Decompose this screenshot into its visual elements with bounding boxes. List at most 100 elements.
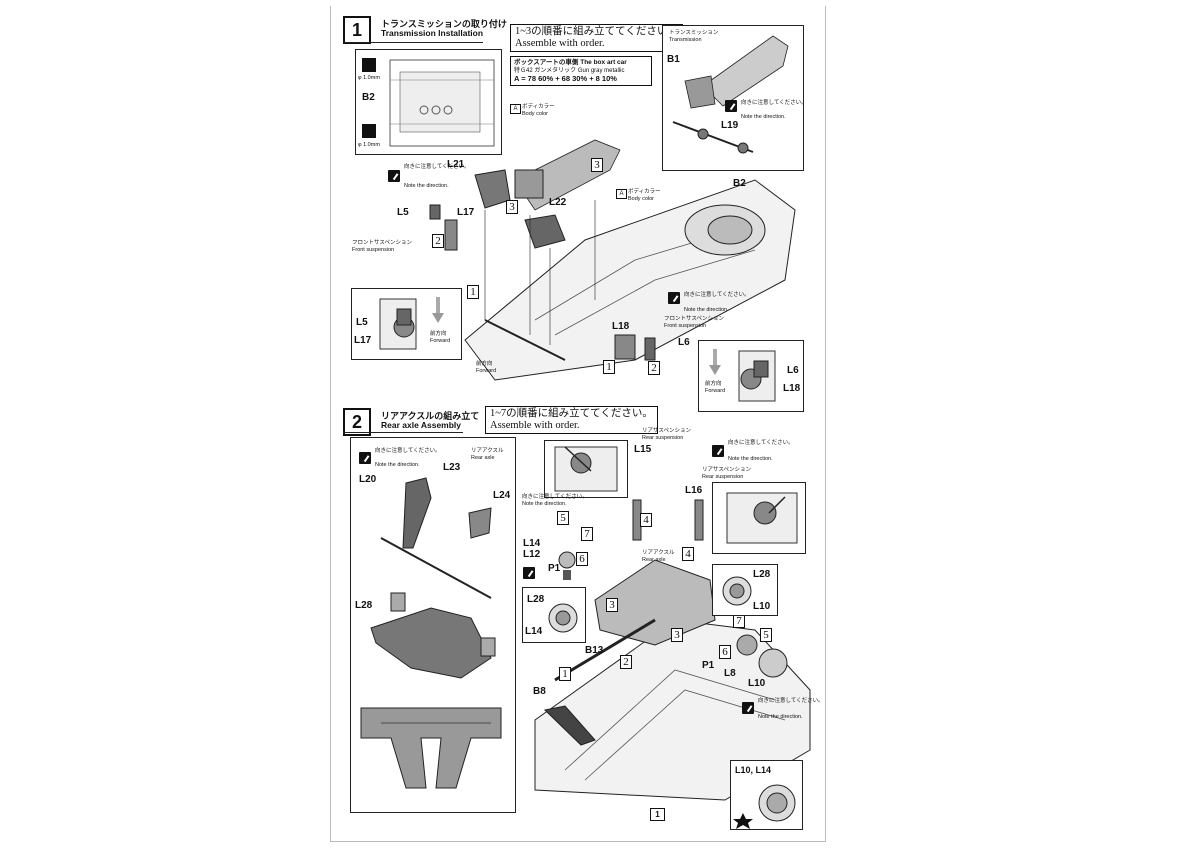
inset-l10-label: L10 [753,601,771,612]
inset-l5-label: L5 [356,317,368,328]
rear-axle-ja: リアアクスル [471,448,504,454]
part-l16-label: L16 [685,485,703,496]
rear-axle-subassembly-frame: 向きに注意してください。 Note the direction. リアアクスル … [350,437,516,813]
forward-ja: 前方向 [476,361,493,367]
inset-forward-ja: 前方向 [430,331,447,337]
step-6-marker-a: 6 [576,552,588,566]
direction-note-ja-7: 向きに注意してください。 [758,698,824,704]
section-2-number: 2 [343,408,371,436]
section-1-title-en: Transmission Installation [381,28,484,38]
transmission-drawing [672,35,789,154]
inset-forward-en: Forward [430,338,451,344]
inset-wheel-detail-frame: L10, L14 [730,760,803,830]
step-1-marker-a: 1 [467,285,479,299]
paint-box-subtitle: 特Ｇ42 ガンメタリック Gun gray metallic [514,68,625,74]
part-l21-label: L21 [447,159,465,170]
front-susp-ja: フロントサスペンション [352,240,413,246]
section-2-title-rule [343,432,463,433]
inset-wheel-right-drawing [722,576,752,606]
part-l18-label: L18 [612,321,630,332]
note-direction-icon-6 [523,567,535,579]
forward-arrow-icon [432,313,444,323]
direction-note-en-3: Note the direction. [684,307,729,313]
inset-l10-l14-label: L10, L14 [735,765,772,775]
part-l6-label: L6 [678,337,690,348]
rear-susp-en-2: Rear suspension [702,474,744,480]
section-1-number: 1 [343,16,371,44]
rear-axle-en: Rear axle [471,455,495,461]
forward-arrow-shaft [436,297,440,315]
inset-wheel-left-drawing [548,603,578,633]
inset-rear-left-frame [544,440,628,498]
inset-wheel-left-frame: L28 L14 [522,587,586,643]
inset-drill-1: φ 1.0mm [358,75,380,81]
inset-front-left-frame: L5 L17 前方向 Forward [351,288,462,360]
direction-note-ja-2: 向きに注意してください。 [404,164,470,170]
inset-rear-left-drawing [554,446,618,492]
paint-box-title: ボックスアートの車側 The box art car [514,59,627,66]
part-b13-label: B13 [585,645,604,656]
direction-note-en-6: Note the direction. [522,501,567,507]
step-2-marker-a: 2 [432,234,444,248]
direction-note-en-2: Note the direction. [404,183,449,189]
note-direction-icon-3 [668,292,680,304]
front-susp-ja-2: フロントサスペンション [664,316,725,322]
step-7-marker-a: 7 [581,527,593,541]
part-p1-label: P1 [548,563,561,574]
inset-l17-label: L17 [354,335,372,346]
part-b2-label: B2 [733,178,746,189]
body-color-ja-2: ボディカラー [628,189,661,195]
direction-note-ja-5: 向きに注意してください。 [728,440,794,446]
sheet-border [330,6,826,842]
section-1-title-rule [343,42,483,43]
body-color-ja: ボディカラー [522,104,555,110]
note-direction-icon-2 [388,170,400,182]
rear-axle-subassembly-drawing [360,477,502,789]
front-susp-en: Front suspension [352,247,395,253]
note-direction-icon-5 [712,445,724,457]
part-l19-label: L19 [721,120,739,131]
order-note-en: Assemble with order. [515,38,605,49]
inset-front-left-drawing [379,298,417,350]
part-l22-label: L22 [549,197,567,208]
part-l17-label: L17 [457,207,475,218]
inset-wheel-right-frame: L28 L10 [712,564,778,616]
order-note-ja: 1~3の順番に組み立ててください。 [515,26,678,37]
part-b8-label: B8 [533,686,546,697]
step-5-marker-b: 5 [760,628,772,642]
paint-box-formula: A = 78 60% + 68 30% + 8 10% [514,74,617,83]
step-3-marker-b: 3 [506,200,518,214]
section-2-chassis-drawing [534,499,811,801]
page-number: 1 [650,808,665,821]
part-l14-label: L14 [523,538,541,549]
part-p1-label-2: P1 [702,660,715,671]
section-1-chassis-drawing [429,139,796,381]
part-l28-label: L28 [355,600,373,611]
direction-note-ja: 向きに注意してください。 [741,100,807,106]
part-l12-label: L12 [523,549,541,560]
direction-note-ja-6: 向きに注意してください。 [522,494,588,500]
direction-note-en-7: Note the direction. [758,714,803,720]
rear-axle-en-2: Rear axle [642,557,666,563]
section-2-title-en: Rear axle Assembly [381,420,462,430]
section-1-title-ja: トランスミッションの取り付け [381,19,507,29]
direction-note-ja-4: 向きに注意してください。 [375,448,441,454]
inset-front-right-frame: L6 L18 前方向 Forward [698,340,804,412]
step-4-marker-a: 4 [640,513,652,527]
transmission-en: Transmission [669,37,702,43]
body-color-en-2: Body color [628,196,654,202]
body-color-marker-2: A [616,189,627,199]
note-direction-icon-4 [359,452,371,464]
inset-transmission-frame: トランスミッション Transmission B1 L19 向きに注意してくださ… [662,25,807,171]
forward-en: Forward [476,368,497,374]
front-susp-en-2: Front suspension [664,323,707,329]
transmission-ja: トランスミッション [669,30,719,36]
direction-note-en-5: Note the direction. [728,456,773,462]
part-l15-label: L15 [634,444,652,455]
step-1-marker-c: 1 [559,667,571,681]
forward-arrow-shaft-2 [713,349,717,367]
note-direction-icon [725,100,737,112]
rear-axle-ja-2: リアアクスル [642,550,675,556]
step-2-marker-b: 2 [648,361,660,375]
rear-susp-ja-2: リアサスペンション [702,467,752,473]
